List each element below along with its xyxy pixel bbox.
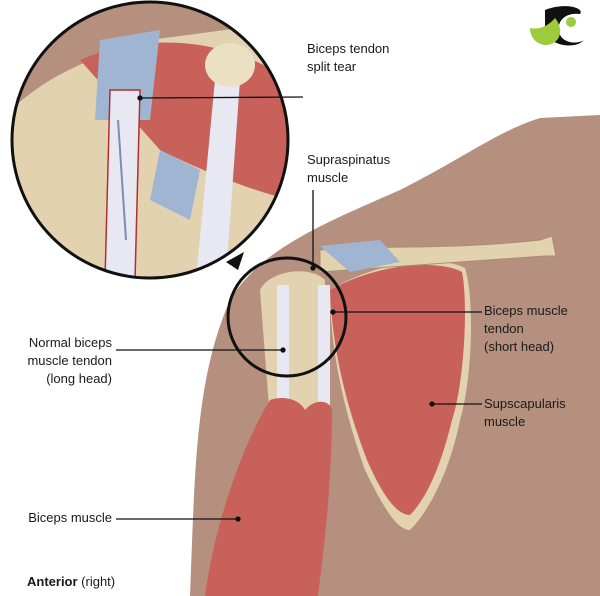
ligament	[320, 240, 400, 272]
label-line: Biceps muscle	[484, 303, 568, 318]
biceps-muscle	[205, 398, 332, 596]
label-line: split tear	[307, 59, 357, 74]
label-line: Normal biceps	[28, 335, 112, 350]
label-short-head-tendon: Biceps muscle tendon (short head)	[484, 302, 568, 356]
view-caption-side: (right)	[77, 574, 116, 589]
callout-pointer	[226, 252, 244, 270]
subscapularis-muscle	[330, 265, 465, 515]
label-line: Supraspinatus	[307, 152, 391, 167]
humerus-bone	[260, 271, 325, 420]
short-head-tendon	[318, 285, 330, 410]
view-caption-bold: Anterior	[27, 574, 78, 589]
label-line: (short head)	[484, 339, 555, 354]
label-line: muscle	[484, 414, 526, 429]
label-long-head-tendon: Normal biceps muscle tendon (long head)	[27, 334, 112, 388]
detail-circle-large	[10, 0, 290, 280]
label-supraspinatus: Supraspinatus muscle	[307, 151, 390, 187]
label-line: (long head)	[46, 371, 112, 386]
view-caption: Anterior (right)	[27, 573, 115, 591]
label-biceps-muscle: Biceps muscle	[28, 510, 112, 525]
detail-circle-small	[226, 256, 348, 378]
label-subscapularis: Supscapularis muscle	[484, 395, 566, 431]
long-head-tendon	[277, 285, 289, 405]
brand-logo-icon	[530, 6, 584, 46]
label-biceps-tendon-split-tear: Biceps tendon split tear	[307, 40, 389, 76]
label-line: Supscapularis	[484, 396, 566, 411]
magnified-view	[12, 2, 288, 278]
label-line: Biceps tendon	[307, 41, 390, 56]
label-line: tendon	[484, 321, 524, 336]
label-line: muscle tendon	[27, 353, 112, 368]
label-line: muscle	[307, 170, 349, 185]
